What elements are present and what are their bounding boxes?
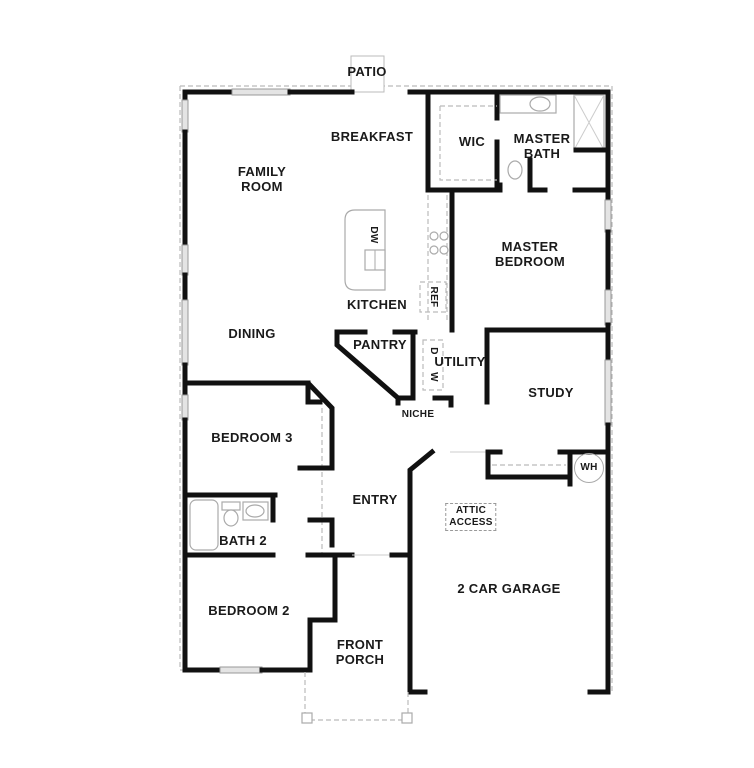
window	[231, 88, 291, 96]
bathtub	[189, 499, 219, 551]
water-heater-icon: WH	[574, 453, 604, 483]
bedroom-2-label: BEDROOM 2	[208, 603, 290, 618]
pantry-label: PANTRY	[353, 337, 407, 352]
kitchen-label: KITCHEN	[347, 297, 407, 312]
patio-slab	[350, 55, 385, 93]
garage-label: 2 CAR GARAGE	[457, 581, 561, 596]
utility-label: UTILITY	[434, 354, 486, 369]
patio-label: PATIO	[347, 64, 387, 79]
master-bath-label-line1: MASTER	[513, 131, 571, 146]
refrigerator-label: REF	[428, 286, 439, 308]
dishwasher-label: DW	[368, 226, 379, 244]
dryer-label: D	[428, 347, 439, 355]
bedroom-3-label: BEDROOM 3	[211, 430, 293, 445]
window	[181, 99, 189, 133]
entry-label: ENTRY	[352, 492, 398, 507]
family-room-label-line1: FAMILY	[237, 164, 287, 179]
front-porch-label-line1: FRONT	[336, 637, 384, 652]
washer-label: W	[428, 372, 439, 382]
family-room-label-line2: ROOM	[241, 179, 283, 194]
attic-label-line2: ACCESS	[449, 517, 493, 528]
master-bedroom-label-line1: MASTER	[501, 239, 559, 254]
bath-2-label: BATH 2	[219, 533, 267, 548]
attic-label-line1: ATTIC	[455, 505, 487, 516]
wic-label: WIC	[458, 134, 486, 149]
toilet	[507, 160, 523, 180]
outer-dashed-outline	[180, 85, 613, 692]
master-bath-label-line2: BATH	[523, 146, 561, 161]
niche-label: NICHE	[401, 409, 435, 420]
study-label: STUDY	[528, 385, 574, 400]
breakfast-label: BREAKFAST	[330, 129, 414, 144]
front-porch-label-line2: PORCH	[335, 652, 385, 667]
window	[219, 666, 263, 674]
attic-access-label: ATTIC ACCESS	[445, 503, 497, 531]
master-bedroom-label-line2: BEDROOM	[495, 254, 565, 269]
dining-label: DINING	[228, 326, 276, 341]
